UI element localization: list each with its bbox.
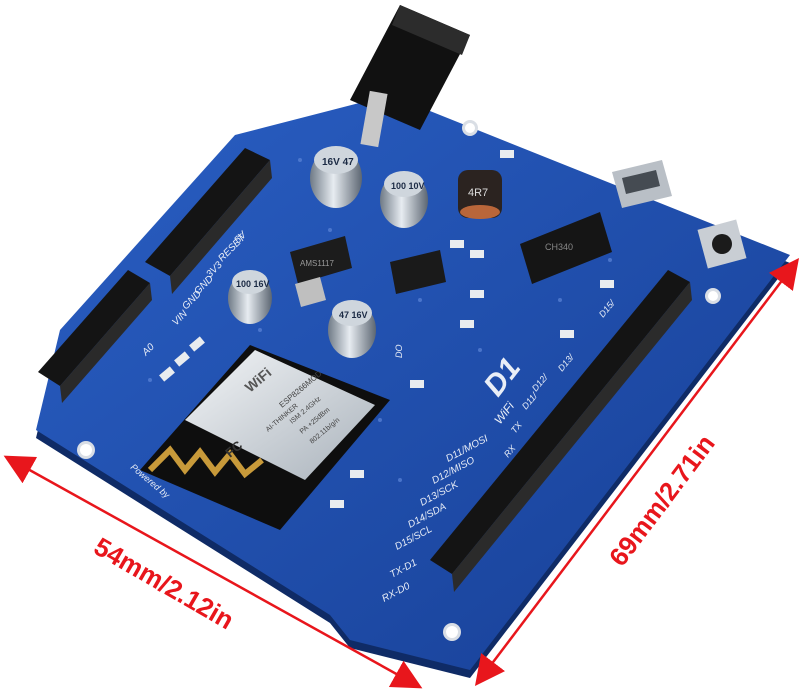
usb-chip-label: CH340 [545, 242, 573, 252]
capacitor-2: 100 10V [380, 171, 428, 228]
cap2-label: 100 10V [391, 181, 425, 191]
micro-usb-port [612, 160, 672, 208]
width-arrow [3, 455, 423, 689]
cap1-label: 16V 47 [322, 157, 354, 168]
small-ic [390, 250, 446, 294]
power-header [145, 148, 272, 294]
cap4-label: 47 16V [339, 310, 368, 320]
side-label-do: DO [394, 345, 404, 359]
height-arrow [474, 258, 800, 686]
inductor-label: 4R7 [468, 187, 488, 199]
analog-header [38, 270, 152, 403]
capacitor-3: 100 16V [228, 270, 272, 324]
voltage-regulator: AMS1117 [290, 236, 352, 307]
dc-jack [350, 5, 470, 148]
inductor: 4R7 [458, 170, 502, 219]
cap3-label: 100 16V [236, 279, 270, 289]
reset-button [697, 219, 747, 269]
regulator-label: AMS1117 [300, 259, 334, 268]
capacitor-4: 47 16V [328, 300, 376, 358]
capacitor-1: 16V 47 [310, 146, 362, 208]
